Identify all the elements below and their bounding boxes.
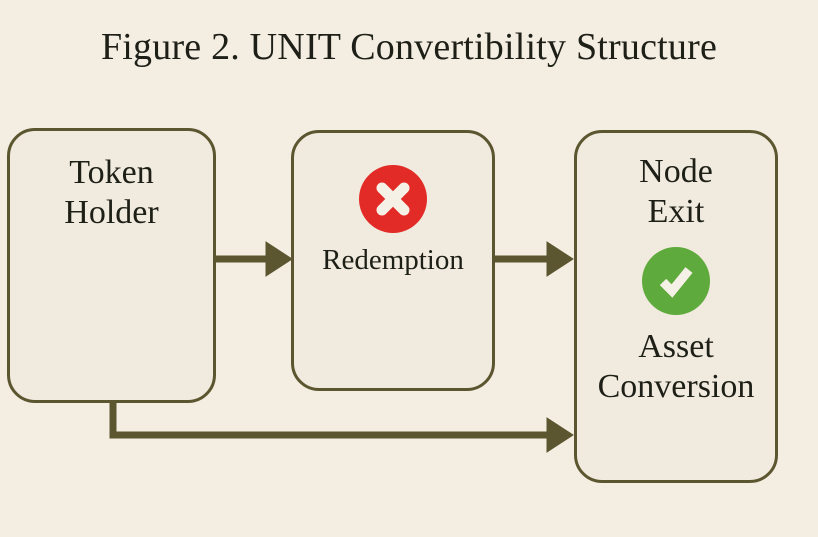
node-node-exit[interactable]: Node Exit Asset Conversion [574,130,778,483]
node-token-holder-label: Token Holder [64,154,159,232]
figure-title: Figure 2. UNIT Convertibility Structure [100,26,718,68]
node-node-exit-label: Asset Conversion [597,327,755,406]
node-redemption[interactable]: Redemption [291,130,495,391]
node-token-holder[interactable]: Token Holder [7,128,216,403]
arrow-token-holder-to-redemption [216,241,293,277]
green-check-circle-icon [642,246,710,315]
arrow-token-holder-to-node-exit-direct [109,400,574,453]
arrow-redemption-to-node-exit [495,241,574,277]
node-redemption-label: Redemption [322,244,464,276]
red-cross-circle-icon [359,165,427,233]
node-node-exit-title: Node Exit [639,153,713,231]
